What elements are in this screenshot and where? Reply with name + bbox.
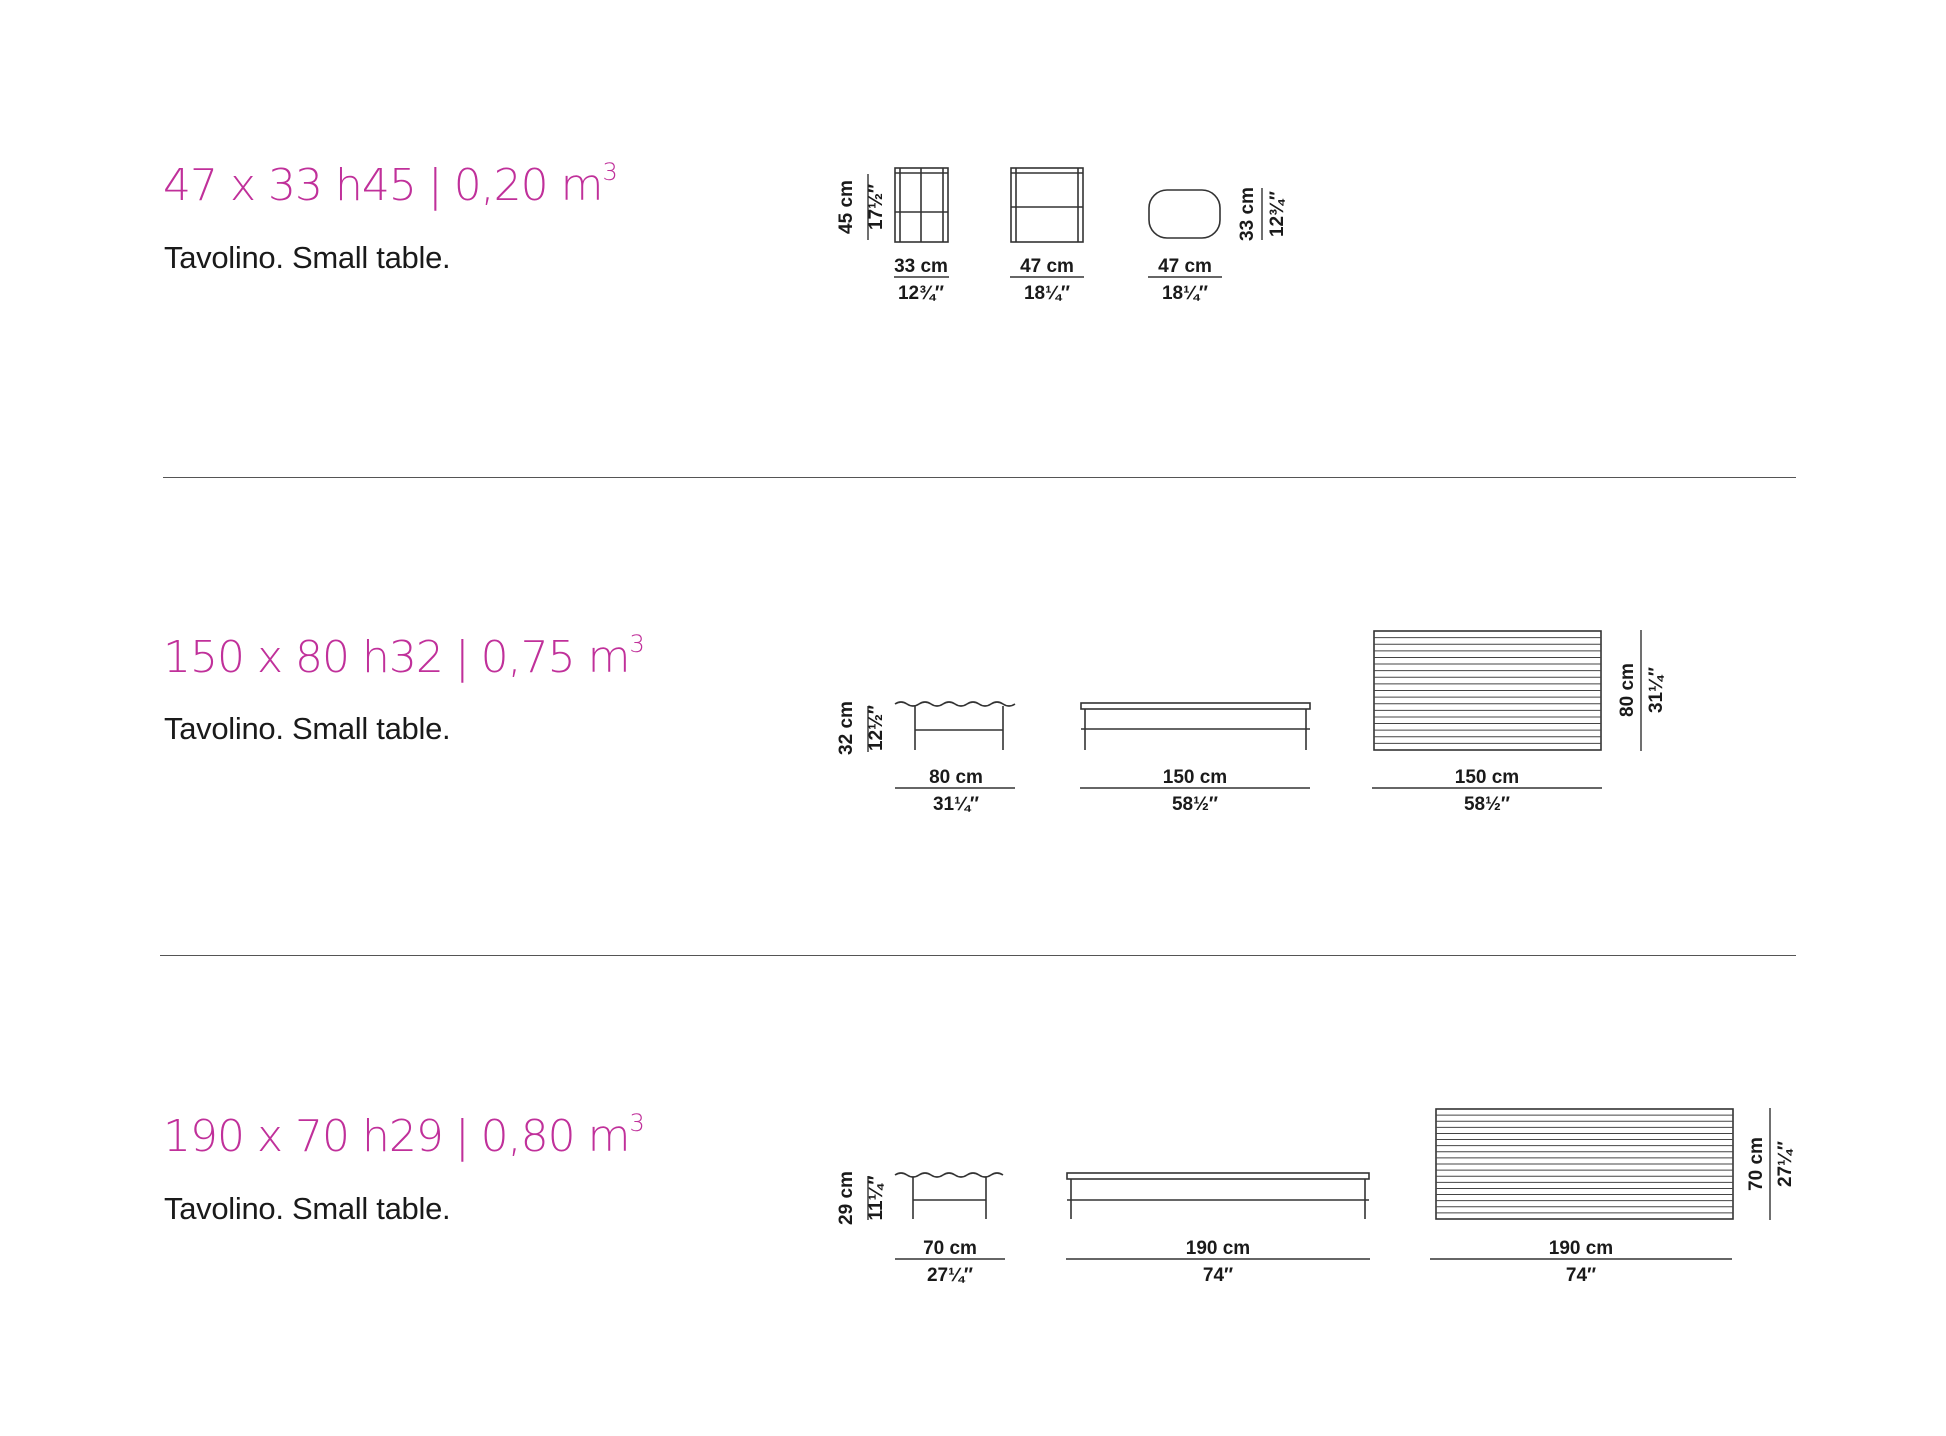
- row-3-title: 190 x 70 h29|0,80 m3: [163, 1109, 645, 1162]
- row-3-height-in: 11¼″: [866, 1175, 887, 1220]
- row-2-top-in: 58½″: [1464, 794, 1510, 815]
- row-1-front-dim: 47 cm 18¼″: [1010, 256, 1084, 304]
- row-1-description: Tavolino. Small table.: [164, 240, 451, 275]
- row-2-depth-cm: 80 cm: [1617, 663, 1638, 717]
- row-3-side-view: [894, 1172, 1004, 1219]
- row-1-size: 47 x 33 h45: [163, 160, 417, 211]
- row-2-drawings: 32 cm 12½″ 80 cm 31¼″ 150 cm 58½″ 150 cm…: [836, 630, 1667, 815]
- row-2-description: Tavolino. Small table.: [164, 711, 451, 746]
- row-1-height-dim: 45 cm 17½″: [836, 174, 887, 240]
- row-2-size: 150 x 80 h32: [163, 632, 444, 683]
- row-2-side-in: 31¼″: [933, 794, 979, 815]
- row-2-side-view: [894, 701, 1016, 750]
- row-2-front-cm: 150 cm: [1163, 767, 1227, 788]
- row-1-drawings: 45 cm 17½″ 33 cm 12¾″ 47 cm 18¼″ 47 cm 1…: [836, 167, 1288, 304]
- row-2-top-cm: 150 cm: [1455, 767, 1519, 788]
- row-2-front-in: 58½″: [1172, 794, 1218, 815]
- row-2-height-in: 12½″: [866, 705, 887, 751]
- row-3-drawings: 29 cm 11¼″ 70 cm 27¼″ 190 cm 74″ 190 cm …: [836, 1108, 1796, 1286]
- row-1-depth-cm: 33 cm: [1237, 187, 1258, 241]
- row-1-top-in: 18¼″: [1162, 283, 1208, 304]
- row-3-top-view: [1435, 1108, 1734, 1220]
- row-3-depth-dim: 70 cm 27¼″: [1746, 1108, 1796, 1220]
- row-1-depth-in: 12¾″: [1267, 191, 1288, 237]
- row-1-front-cm: 47 cm: [1020, 256, 1074, 277]
- row-1-side-cm: 33 cm: [894, 256, 948, 277]
- row-3-size: 190 x 70 h29: [163, 1111, 444, 1162]
- row-2-height-dim: 32 cm 12½″: [836, 701, 887, 755]
- row-3-front-view: [1066, 1172, 1370, 1219]
- row-1-side-dim: 33 cm 12¾″: [894, 256, 949, 304]
- row-1-height-in: 17½″: [866, 184, 887, 230]
- row-1-depth-dim: 33 cm 12¾″: [1237, 187, 1288, 241]
- row-3-volume-exp: 3: [629, 1109, 645, 1138]
- row-3-front-dim: 190 cm 74″: [1066, 1238, 1370, 1286]
- row-2-side-dim: 80 cm 31¼″: [895, 767, 1015, 815]
- row-2-height-cm: 32 cm: [836, 701, 857, 755]
- row-3-top-in: 74″: [1566, 1265, 1596, 1286]
- row-3-top-cm: 190 cm: [1549, 1238, 1613, 1259]
- row-1-volume-exp: 3: [602, 158, 618, 187]
- row-2-title: 150 x 80 h32|0,75 m3: [163, 630, 645, 683]
- row-3-height-cm: 29 cm: [836, 1171, 857, 1225]
- row-3-side-dim: 70 cm 27¼″: [895, 1238, 1005, 1286]
- row-3-volume: 0,80 m: [480, 1111, 631, 1162]
- row-3-top-slats: [1436, 1114, 1733, 1214]
- row-1-top-view: [1148, 189, 1221, 239]
- row-3-description: Tavolino. Small table.: [164, 1191, 451, 1226]
- row-3-separator: |: [454, 1111, 470, 1162]
- row-2-volume: 0,75 m: [480, 632, 631, 683]
- row-1-top-cm: 47 cm: [1158, 256, 1212, 277]
- row-3-side-cm: 70 cm: [923, 1238, 977, 1259]
- row-3-top-dim: 190 cm 74″: [1430, 1238, 1732, 1286]
- row-1-side-in: 12¾″: [898, 283, 944, 304]
- row-2-depth-dim: 80 cm 31¼″: [1617, 630, 1667, 751]
- row-1-volume: 0,20 m: [453, 160, 604, 211]
- row-3-side-in: 27¼″: [927, 1265, 973, 1286]
- row-3-depth-in: 27¼″: [1775, 1141, 1796, 1187]
- row-2-separator: |: [454, 632, 470, 683]
- row-3-front-cm: 190 cm: [1186, 1238, 1250, 1259]
- row-2-volume-exp: 3: [629, 630, 645, 659]
- row-1-separator: |: [427, 160, 443, 211]
- row-1-side-view: [894, 167, 949, 243]
- row-2-top-view: [1373, 630, 1602, 751]
- row-3-height-dim: 29 cm 11¼″: [836, 1171, 887, 1225]
- row-1-front-view: [1010, 167, 1084, 243]
- row-1-height-cm: 45 cm: [836, 180, 857, 234]
- row-3-depth-cm: 70 cm: [1746, 1137, 1767, 1191]
- row-3-front-in: 74″: [1203, 1265, 1233, 1286]
- row-1-top-dim: 47 cm 18¼″: [1148, 256, 1222, 304]
- row-1-front-in: 18¼″: [1024, 283, 1070, 304]
- row-2-depth-in: 31¼″: [1646, 667, 1667, 713]
- row-2-top-dim: 150 cm 58½″: [1372, 767, 1602, 815]
- row-2-front-view: [1080, 702, 1311, 750]
- row-2-front-dim: 150 cm 58½″: [1080, 767, 1310, 815]
- divider-1: [163, 477, 1796, 478]
- row-2-top-slats: [1374, 637, 1601, 744]
- row-2-side-cm: 80 cm: [929, 767, 983, 788]
- divider-2: [160, 955, 1796, 956]
- row-1-title: 47 x 33 h45|0,20 m3: [163, 158, 618, 211]
